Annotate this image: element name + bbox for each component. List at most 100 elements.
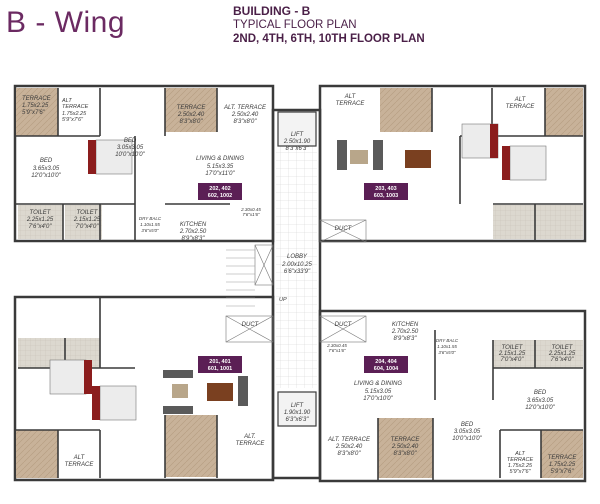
svg-text:1.75x2.25: 1.75x2.25	[62, 111, 87, 117]
svg-text:10'0"x10'0": 10'0"x10'0"	[452, 436, 482, 442]
svg-text:KITCHEN: KITCHEN	[392, 322, 419, 328]
svg-text:2.30x0.45: 2.30x0.45	[240, 207, 261, 212]
svg-text:2.50x2.40: 2.50x2.40	[231, 112, 259, 118]
svg-text:12'0"x10'0": 12'0"x10'0"	[31, 173, 61, 179]
svg-text:7'6"x4'0": 7'6"x4'0"	[551, 357, 575, 363]
svg-text:8'3"x8'0": 8'3"x8'0"	[394, 451, 418, 457]
svg-text:6'3"x6'3": 6'3"x6'3"	[286, 417, 310, 423]
svg-text:8'3"x6'3": 8'3"x6'3"	[286, 146, 310, 152]
svg-text:7'0"x4'0": 7'0"x4'0"	[76, 224, 100, 230]
terrace-tr	[380, 88, 432, 132]
svg-text:KITCHEN: KITCHEN	[180, 222, 207, 228]
svg-text:202, 402: 202, 402	[209, 186, 230, 192]
svg-text:DUCT: DUCT	[242, 322, 260, 328]
tl-terrace-name: TERRACE	[22, 96, 52, 102]
svg-text:BED: BED	[534, 390, 547, 396]
svg-text:3'6"x5'0": 3'6"x5'0"	[141, 228, 159, 233]
svg-text:2.50x1.90: 2.50x1.90	[283, 139, 311, 145]
svg-text:LIVING & DINING: LIVING & DINING	[354, 381, 402, 387]
svg-text:8'3"x8'0": 8'3"x8'0"	[338, 451, 362, 457]
svg-text:1.75x2.25: 1.75x2.25	[549, 462, 576, 468]
svg-text:204, 404: 204, 404	[375, 359, 397, 365]
svg-text:DUCT: DUCT	[335, 322, 353, 328]
svg-text:TERRACE: TERRACE	[62, 104, 89, 110]
svg-text:8'3"x8'0": 8'3"x8'0"	[180, 119, 204, 125]
terrace-br2	[541, 430, 583, 478]
svg-text:ALT: ALT	[73, 455, 86, 461]
svg-text:1.75x2.25: 1.75x2.25	[508, 463, 533, 469]
toilets	[18, 205, 583, 368]
svg-text:1.90x1.90: 1.90x1.90	[284, 410, 311, 416]
svg-text:TERRACE: TERRACE	[391, 437, 421, 443]
svg-text:3.05x3.05: 3.05x3.05	[117, 145, 144, 151]
svg-text:TERRACE: TERRACE	[236, 441, 266, 447]
svg-text:2.25x1.25: 2.25x1.25	[548, 351, 576, 357]
svg-text:12'0"x10'0": 12'0"x10'0"	[525, 405, 555, 411]
svg-text:1.75x2.25: 1.75x2.25	[22, 103, 49, 109]
svg-text:2.15x1.25: 2.15x1.25	[73, 217, 101, 223]
svg-text:TERRACE: TERRACE	[548, 455, 578, 461]
svg-text:2.50x2.40: 2.50x2.40	[391, 444, 419, 450]
svg-text:BED: BED	[124, 138, 137, 144]
svg-text:7'0"x4'0": 7'0"x4'0"	[501, 357, 525, 363]
svg-text:2.50x2.40: 2.50x2.40	[177, 112, 205, 118]
svg-text:5'9"x7'6": 5'9"x7'6"	[62, 117, 84, 123]
svg-text:ALT: ALT	[61, 98, 72, 104]
svg-text:TERRACE: TERRACE	[506, 104, 536, 110]
svg-text:ALT.: ALT.	[243, 434, 256, 440]
svg-text:2.70x2.50: 2.70x2.50	[179, 229, 207, 235]
svg-text:2.30x0.45: 2.30x0.45	[326, 343, 347, 348]
svg-text:ALT: ALT	[344, 94, 357, 100]
svg-text:ALT. TERRACE: ALT. TERRACE	[223, 105, 267, 111]
svg-text:601, 1001: 601, 1001	[208, 366, 232, 372]
svg-text:TERRACE: TERRACE	[336, 101, 366, 107]
svg-text:TERRACE: TERRACE	[65, 462, 95, 468]
svg-text:2.50x2.40: 2.50x2.40	[335, 444, 363, 450]
svg-text:DRY BALC: DRY BALC	[436, 338, 459, 343]
living-furniture	[163, 140, 431, 414]
svg-text:DUCT: DUCT	[335, 226, 353, 232]
svg-text:8'9"x8'3": 8'9"x8'3"	[182, 236, 206, 242]
svg-text:5'9"x7'6": 5'9"x7'6"	[22, 110, 46, 116]
svg-text:604, 1004: 604, 1004	[374, 366, 399, 372]
typical-floor-label: TYPICAL FLOOR PLAN	[233, 19, 357, 31]
flat-tags: 202, 402 602, 1002 203, 403 603, 1003 20…	[198, 183, 408, 373]
svg-text:7'6"x1'6": 7'6"x1'6"	[242, 212, 260, 217]
svg-text:203, 403: 203, 403	[375, 186, 396, 192]
svg-text:TOILET: TOILET	[552, 345, 574, 351]
room-labels: TERRACE 1.75x2.25 5'9"x7'6" ALT TERRACE …	[22, 94, 577, 475]
svg-text:5'9"x7'6": 5'9"x7'6"	[551, 469, 575, 475]
terrace-tl	[16, 88, 58, 136]
svg-text:3.65x3.05: 3.65x3.05	[527, 398, 554, 404]
svg-text:7'6"x4'0": 7'6"x4'0"	[29, 224, 53, 230]
terrace-tl2	[165, 88, 217, 132]
terrace-tr2	[545, 88, 583, 136]
lobby-core	[225, 111, 367, 427]
svg-text:LIVING & DINING: LIVING & DINING	[196, 156, 244, 162]
svg-text:2.00x10.25: 2.00x10.25	[281, 262, 312, 268]
svg-text:1.10x1.55: 1.10x1.55	[140, 222, 160, 227]
terrace-bl	[165, 415, 217, 477]
svg-text:603, 1003: 603, 1003	[374, 193, 398, 199]
svg-text:17'0"x10'0": 17'0"x10'0"	[363, 396, 393, 402]
svg-text:5.15x3.05: 5.15x3.05	[365, 389, 392, 395]
svg-text:BED: BED	[461, 422, 474, 428]
svg-text:1.10x1.55: 1.10x1.55	[437, 344, 457, 349]
beds	[49, 123, 547, 421]
svg-text:BED: BED	[40, 158, 53, 164]
svg-text:TOILET: TOILET	[77, 210, 99, 216]
svg-text:201, 401: 201, 401	[209, 359, 230, 365]
terrace-br	[378, 418, 433, 478]
svg-text:8'9"x8'3": 8'9"x8'3"	[394, 336, 418, 342]
svg-text:2.25x1.25: 2.25x1.25	[26, 217, 54, 223]
svg-text:2.15x1.25: 2.15x1.25	[498, 351, 526, 357]
svg-text:DRY BALC: DRY BALC	[139, 216, 162, 221]
svg-text:602, 1002: 602, 1002	[208, 193, 232, 199]
svg-text:TERRACE: TERRACE	[507, 457, 534, 463]
svg-text:5'9"x7'6": 5'9"x7'6"	[510, 469, 532, 475]
terrace-bl2	[16, 430, 58, 478]
svg-text:8'3"x8'0": 8'3"x8'0"	[234, 119, 258, 125]
svg-text:TOILET: TOILET	[502, 345, 524, 351]
svg-text:TOILET: TOILET	[30, 210, 52, 216]
